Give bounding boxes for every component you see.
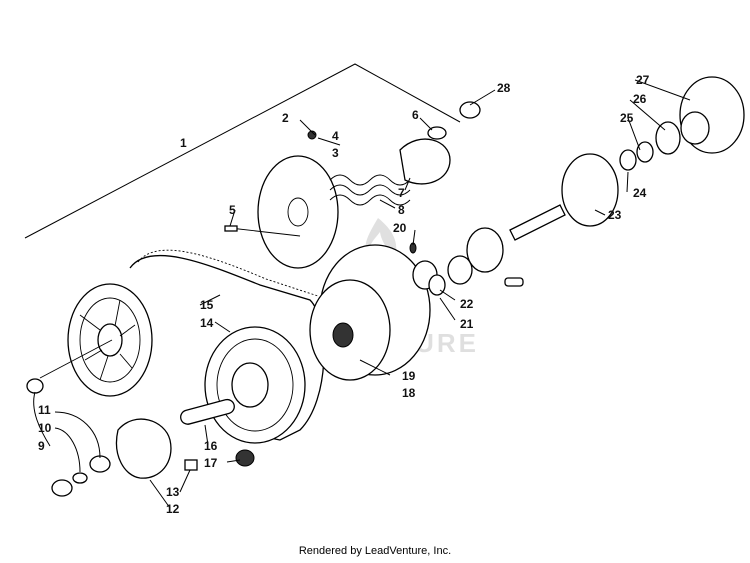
spider-cover — [26, 378, 255, 497]
callout-3: 3 — [332, 146, 339, 160]
clutch-spring — [329, 174, 411, 206]
callout-8: 8 — [398, 203, 405, 217]
footer-credit: Rendered by LeadVenture, Inc. — [298, 545, 452, 557]
callout-27: 27 — [636, 73, 650, 87]
callout-12: 12 — [166, 502, 180, 516]
driven-clutch — [309, 227, 524, 381]
gear-housing — [636, 76, 745, 163]
callout-21: 21 — [460, 317, 474, 331]
input-shaft — [509, 149, 637, 241]
callout-4: 4 — [332, 129, 339, 143]
callout-leaders — [33, 79, 691, 509]
callout-1: 1 — [180, 136, 187, 150]
callout-9: 9 — [38, 439, 45, 453]
callout-26: 26 — [633, 92, 647, 106]
callout-18: 18 — [402, 386, 416, 400]
callout-22: 22 — [460, 297, 474, 311]
callout-19: 19 — [402, 369, 416, 383]
callout-6: 6 — [412, 108, 419, 122]
bracket-1 — [24, 63, 461, 239]
callout-28: 28 — [497, 81, 511, 95]
callout-14: 14 — [200, 316, 214, 330]
small-fasteners — [224, 130, 417, 254]
primary-sheave — [229, 155, 339, 269]
callout-15: 15 — [200, 298, 214, 312]
cam — [399, 101, 481, 185]
callout-10: 10 — [38, 421, 52, 435]
moveable-sheave — [180, 326, 306, 444]
callout-24: 24 — [633, 186, 647, 200]
callout-16: 16 — [204, 439, 218, 453]
callout-20: 20 — [393, 221, 407, 235]
callout-13: 13 — [166, 485, 180, 499]
callout-23: 23 — [608, 208, 622, 222]
callout-2: 2 — [282, 111, 289, 125]
callout-25: 25 — [620, 111, 634, 125]
callout-labels: 1 2 3 4 5 6 7 8 9 10 11 12 13 14 15 16 1… — [38, 73, 650, 516]
callout-7: 7 — [398, 186, 405, 200]
callout-11: 11 — [38, 403, 51, 417]
drive-clutch-sheave — [39, 283, 153, 397]
callout-5: 5 — [229, 203, 236, 217]
callout-17: 17 — [204, 456, 218, 470]
